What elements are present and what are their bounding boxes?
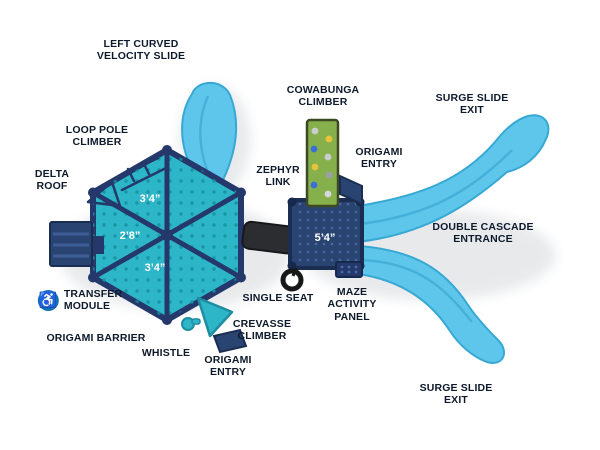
label-origami-entry-top: ORIGAMI ENTRY [355,146,403,171]
measurement-square-deck: 5’4” [315,232,336,244]
measurement-hex-top: 3’4” [140,193,161,205]
loop-pole-climber [110,156,168,192]
label-left-curved-velocity-slide: LEFT CURVED VELOCITY SLIDE [96,38,186,63]
label-surge-slide-exit-bottom: SURGE SLIDE EXIT [419,382,493,407]
measurement-hex-left: 2’8” [120,230,141,242]
label-zephyr-link: ZEPHYR LINK [256,164,300,189]
single-seat [280,267,304,292]
delta-roof [86,180,122,208]
label-crevasse-climber: CREVASSE CLIMBER [232,318,292,343]
label-whistle: WHISTLE [141,347,191,359]
accessibility-icon: ♿ [37,289,59,311]
left-curved-velocity-slide [181,81,238,181]
label-surge-slide-exit-top: SURGE SLIDE EXIT [435,92,509,117]
cowabunga-climber [305,118,340,208]
origami-entry-bottom [212,328,248,354]
label-single-seat: SINGLE SEAT [242,292,314,304]
label-origami-barrier: ORIGAMI BARRIER [46,332,146,344]
maze-activity-panel [335,261,363,278]
label-transfer-module: ♿ TRANSFER MODULE [37,288,123,313]
label-double-cascade-entrance: DOUBLE CASCADE ENTRANCE [432,221,534,246]
surge-slide-upper [357,114,550,243]
crevasse-climber [196,296,234,338]
surge-slide-lower [357,245,506,364]
origami-entry-top [339,174,363,206]
transfer-module [49,221,104,267]
whistle [181,317,201,331]
label-loop-pole-climber: LOOP POLE CLIMBER [65,124,129,149]
transfer-module-text: TRANSFER MODULE [63,288,123,313]
surge-slides [357,114,550,364]
measurement-hex-bottom: 3’4” [145,262,166,274]
label-delta-roof: DELTA ROOF [34,168,70,193]
label-maze-activity-panel: MAZE ACTIVITY PANEL [327,286,377,323]
label-cowabunga-climber: COWABUNGA CLIMBER [286,84,360,109]
label-origami-entry-bottom: ORIGAMI ENTRY [204,354,252,379]
hex-deck [88,145,246,325]
